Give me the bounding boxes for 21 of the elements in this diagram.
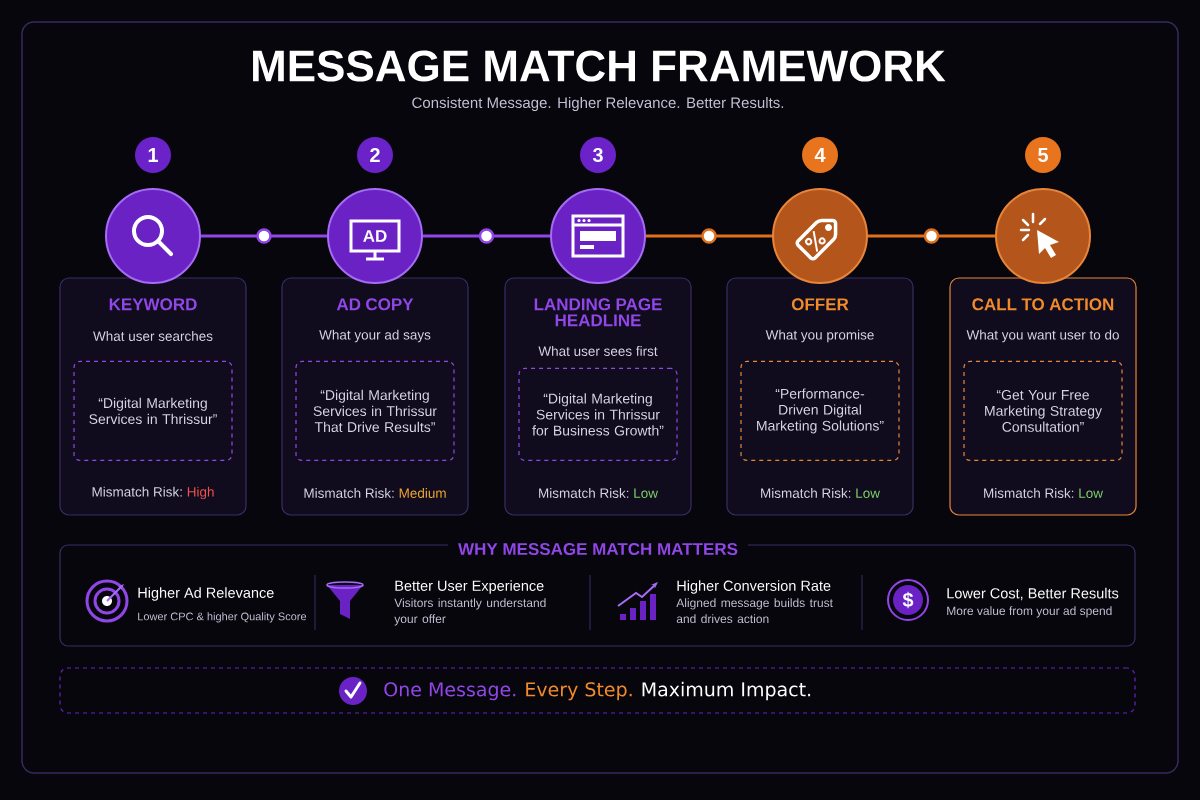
step-number: 5 bbox=[1025, 137, 1061, 173]
subtitle: Consistent Message. Higher Relevance. Better Results. bbox=[412, 97, 784, 111]
connector bbox=[201, 228, 327, 244]
browser-circle bbox=[550, 188, 646, 284]
price-tag-circle bbox=[772, 188, 868, 284]
quote-box: “Get Your Free Marketing Strategy Consultation” bbox=[963, 360, 1123, 461]
step-number: 2 bbox=[357, 137, 393, 173]
quote-box: “Digital Marketing Services in Thrissur That Drive Results” bbox=[295, 360, 455, 461]
connector bbox=[868, 228, 995, 244]
step-number: 1 bbox=[135, 137, 171, 173]
quote-box: “Performance-Driven Digital Marketing Solutions” bbox=[740, 360, 900, 461]
quote-box: “Digital Marketing Services in Thrissur” bbox=[73, 360, 233, 461]
search-circle bbox=[105, 188, 201, 284]
connector bbox=[423, 228, 550, 244]
quote-box: “Digital Marketing Services in Thrissur for Business Growth” bbox=[518, 367, 678, 461]
cursor-click-circle bbox=[995, 188, 1091, 284]
connector bbox=[646, 228, 772, 244]
step-number: 4 bbox=[802, 137, 838, 173]
title: MESSAGE MATCH FRAMEWORK bbox=[253, 50, 946, 82]
tagline-box: One Message. Every Step. Maximum Impact. bbox=[59, 667, 1136, 714]
step-number: 3 bbox=[580, 137, 616, 173]
